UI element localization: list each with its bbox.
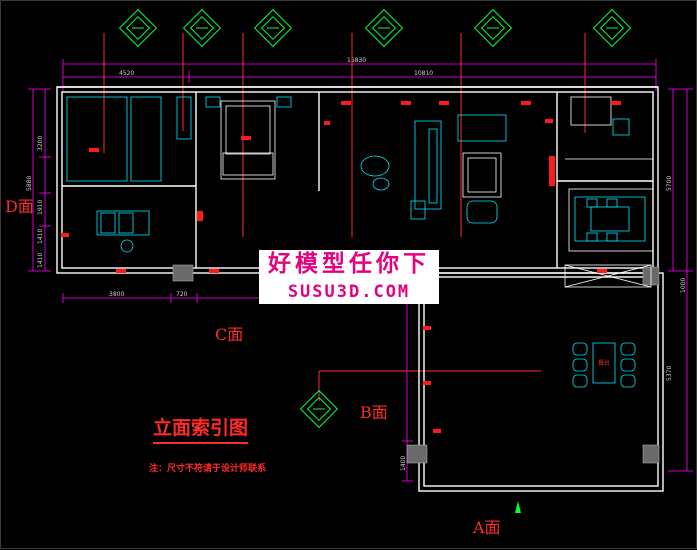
index-marker-icon	[473, 8, 513, 48]
index-marker-icon	[253, 8, 293, 48]
furniture	[66, 96, 654, 388]
wall-tags	[61, 101, 621, 433]
north-arrow-icon	[515, 501, 521, 513]
index-leader-lines	[103, 33, 586, 401]
dim-right-5370: 5370	[666, 366, 673, 381]
drawing-note: 注：尺寸不符请于设计师联系	[149, 464, 267, 474]
dining-label: 餐台	[598, 359, 610, 367]
dimension-texts: 4520 15830 10810 3800 720 3200 5880 1910…	[26, 57, 687, 471]
index-marker-icon	[118, 8, 158, 48]
elevation-label-b: B面	[360, 403, 388, 422]
index-markers	[118, 8, 632, 429]
dim-left-1410a: 1410	[37, 229, 44, 244]
index-marker-icon	[299, 389, 339, 429]
index-marker-icon	[364, 8, 404, 48]
index-marker-icon	[592, 8, 632, 48]
dim-left-1410b: 1410	[37, 253, 44, 268]
elevation-label-a: A面	[473, 518, 501, 537]
elevation-label-c: C面	[215, 325, 244, 344]
dim-top-10810: 10810	[414, 70, 433, 77]
dim-left-3200: 3200	[37, 136, 44, 151]
elevation-label-d: D面	[5, 197, 34, 216]
dim-left-1910: 1910	[37, 200, 44, 215]
dim-bottom-720: 720	[176, 291, 188, 298]
dim-left-5880: 5880	[26, 176, 33, 191]
watermark-banner: 好模型任你下 SUSU3D.COM	[259, 250, 439, 304]
dim-right-1000: 1000	[680, 278, 687, 293]
watermark-line1: 好模型任你下	[268, 250, 430, 277]
dim-bottom-3800: 3800	[109, 291, 124, 298]
dim-right-5700: 5700	[666, 176, 673, 191]
dim-top-4520: 4520	[119, 70, 134, 77]
dim-right-1400: 1400	[400, 456, 407, 471]
index-marker-icon	[182, 8, 222, 48]
drawing-title: 立面索引图	[153, 413, 249, 444]
walls	[56, 86, 664, 492]
dim-top-15830: 15830	[347, 57, 366, 64]
watermark-line2: SUSU3D.COM	[287, 282, 411, 302]
